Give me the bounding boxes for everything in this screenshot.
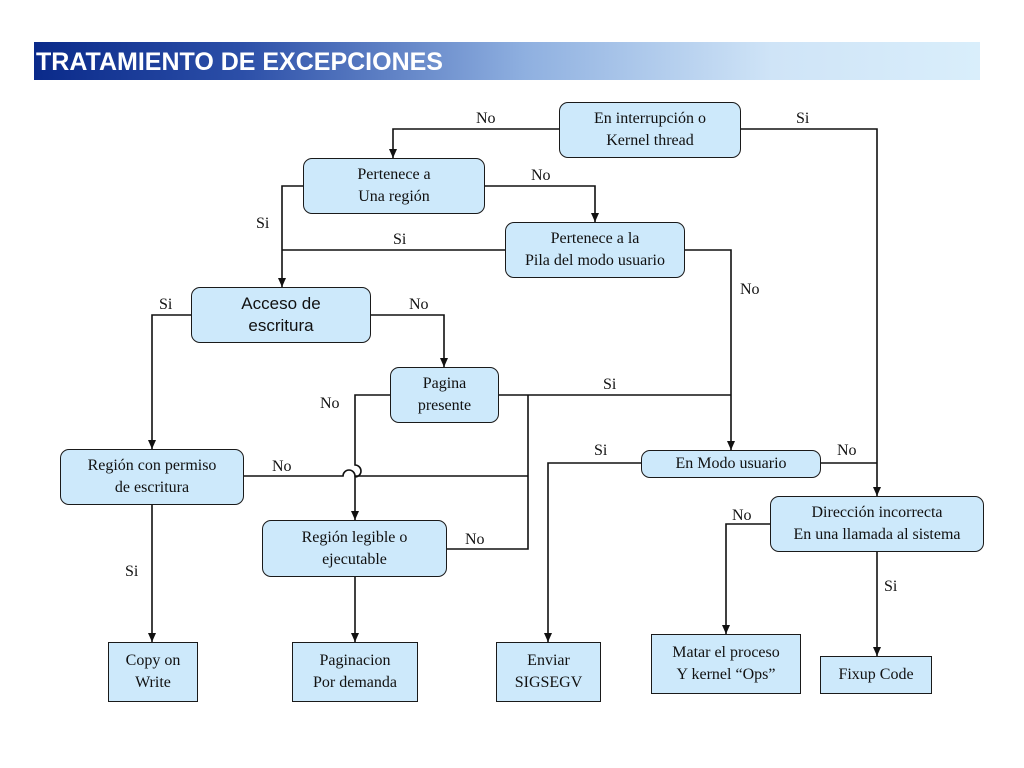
edge-acceso-si	[148, 314, 191, 449]
page-title: TRATAMIENTO DE EXCEPCIONES	[36, 48, 443, 76]
node-matar-proceso: Matar el proceso Y kernel “Ops”	[651, 634, 801, 694]
node-direccion-incorrecta: Dirección incorrecta En una llamada al s…	[770, 496, 984, 552]
edge-region-no	[485, 185, 599, 222]
node-region-legible: Región legible o ejecutable	[262, 520, 447, 577]
label-acceso-si: Si	[159, 296, 173, 313]
label-legible-no: No	[465, 531, 485, 548]
label-modo-si: Si	[594, 442, 608, 459]
label-interrupcion-si: Si	[796, 110, 810, 127]
label-pila-no: No	[740, 281, 760, 298]
label-region-si: Si	[256, 215, 270, 232]
edge-acceso-no	[371, 314, 448, 367]
edge-pagina-no	[351, 394, 390, 520]
node-region-permiso: Región con permiso de escritura	[60, 449, 244, 505]
edge-permiso-no	[244, 469, 528, 477]
node-pertenece-pila: Pertenece a la Pila del modo usuario	[505, 222, 685, 278]
label-permiso-si: Si	[125, 563, 139, 580]
edge-modo-si	[544, 462, 641, 642]
label-pagina-si: Si	[603, 376, 617, 393]
edge-legible-no	[447, 395, 529, 550]
title-bar	[34, 42, 980, 80]
edge-pila-no	[685, 249, 735, 450]
edge-interrupcion-no	[389, 128, 559, 158]
edge-region-si	[278, 185, 303, 287]
label-pagina-no: No	[320, 395, 340, 412]
label-direccion-si: Si	[884, 578, 898, 595]
label-permiso-no: No	[272, 458, 292, 475]
label-interrupcion-no: No	[476, 110, 496, 127]
label-pila-si: Si	[393, 231, 407, 248]
node-enviar-sigsegv: Enviar SIGSEGV	[496, 642, 601, 702]
node-acceso-escritura: Acceso de escritura	[191, 287, 371, 343]
node-en-interrupcion: En interrupción o Kernel thread	[559, 102, 741, 158]
edge-direccion-no	[722, 523, 770, 634]
node-en-modo-usuario: En Modo usuario	[641, 450, 821, 478]
node-pagina-presente: Pagina presente	[390, 367, 499, 423]
node-copy-on-write: Copy on Write	[108, 642, 198, 702]
label-acceso-no: No	[409, 296, 429, 313]
node-fixup-code: Fixup Code	[820, 656, 932, 694]
edge-interrupcion-si	[741, 128, 881, 496]
node-pertenece-region: Pertenece a Una región	[303, 158, 485, 214]
label-modo-no: No	[837, 442, 857, 459]
label-direccion-no: No	[732, 507, 752, 524]
node-paginacion: Paginacion Por demanda	[292, 642, 418, 702]
label-region-no: No	[531, 167, 551, 184]
